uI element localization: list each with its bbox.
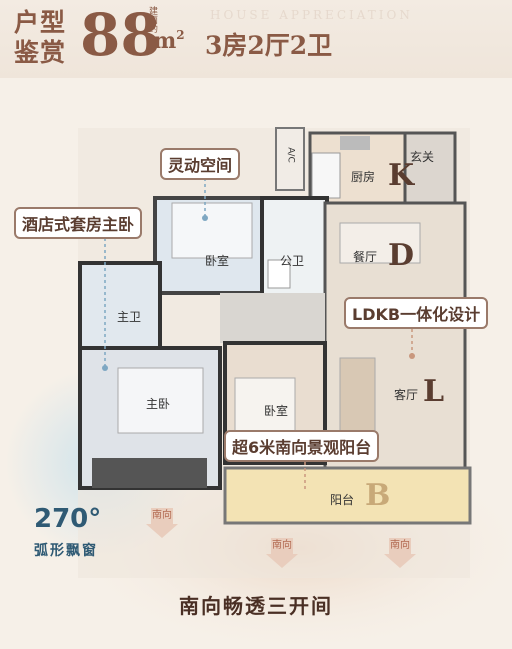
room-label-public-bath: 公卫 (280, 254, 305, 268)
wardrobe-icon (92, 458, 207, 488)
letter-kitchen: K (388, 158, 415, 193)
south-arrow-1-text: 南向 (151, 508, 173, 524)
letter-living: L (423, 374, 445, 409)
arrow-down-icon (384, 554, 416, 568)
ac-unit (275, 127, 305, 191)
master-bed-icon (117, 367, 204, 434)
south-arrow-1: 南向 (146, 508, 178, 538)
page-title: 户型鉴赏 (14, 8, 67, 67)
room-label-balcony: 阳台 (330, 493, 355, 507)
unit-sup: 2 (176, 28, 185, 42)
letter-dining: D (388, 238, 415, 273)
master-bath-area (78, 261, 162, 350)
room-label-master-bath: 主卫 (117, 310, 142, 324)
letter-balcony: B (365, 478, 391, 513)
south-arrow-3-text: 南向 (389, 538, 411, 554)
room-label-bedroom-1: 卧室 (205, 254, 230, 268)
south-arrow-2-text: 南向 (271, 538, 293, 554)
dining-table-icon (339, 222, 421, 264)
header-bar (0, 0, 512, 78)
footer-slogan: 南向畅透三开间 (179, 594, 333, 618)
callout-ldkb: LDKB一体化设计 (344, 297, 489, 329)
floor-plan (5, 127, 512, 649)
area-value: 88 (80, 1, 161, 69)
room-label-ac: A/C (285, 147, 296, 163)
callout-balcony: 超6米南向景观阳台 (224, 430, 380, 462)
room-label-living: 客厅 (394, 388, 419, 402)
south-arrow-3: 南向 (384, 538, 416, 568)
room-label-entry: 玄关 (410, 150, 435, 164)
callout-dot-master (102, 365, 108, 371)
area-note: 建面约 (149, 7, 159, 35)
english-subtitle: HOUSE APPRECIATION (210, 8, 413, 22)
room-label-dining: 餐厅 (353, 250, 378, 264)
sink-icon (267, 259, 291, 289)
counter-icon (311, 152, 341, 199)
layout-label: 3房2厅2卫 (205, 31, 333, 60)
callout-flex-space: 灵动空间 (160, 148, 241, 180)
room-label-kitchen: 厨房 (351, 170, 376, 184)
room-label-bedroom-2: 卧室 (264, 404, 289, 418)
bay-window-angle: 270° (34, 504, 102, 534)
area-unit: m2 (153, 28, 185, 54)
callout-dot-flex (202, 215, 208, 221)
callout-dot-ldkb (409, 353, 415, 359)
balcony-area (223, 466, 472, 525)
arrow-down-icon (266, 554, 298, 568)
callout-hotel-master: 酒店式套房主卧 (14, 207, 143, 239)
stove-icon (340, 136, 370, 150)
bay-window-label: 弧形飘窗 (34, 543, 98, 559)
arrow-down-icon (146, 524, 178, 538)
room-label-master-bed: 主卧 (146, 397, 171, 411)
corridor-area (220, 293, 325, 343)
bed-1-icon (171, 202, 253, 259)
south-arrow-2: 南向 (266, 538, 298, 568)
unit-base: m (153, 28, 177, 54)
